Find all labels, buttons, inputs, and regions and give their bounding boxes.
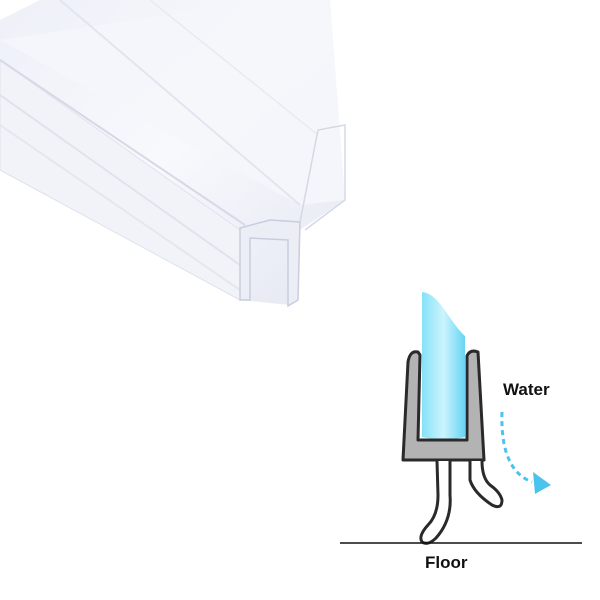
seal-fin-left [419,460,452,545]
seal-cross-section: Water Floor [340,292,582,572]
water-flow-arrow [500,411,533,484]
floor-label: Floor [425,553,468,572]
arrow-head-icon [533,472,551,494]
seal-strip-photo [0,0,346,308]
seal-fin-right [468,460,504,509]
glass-panel [422,292,465,440]
water-label: Water [503,380,550,399]
u-channel-seal [401,349,486,462]
